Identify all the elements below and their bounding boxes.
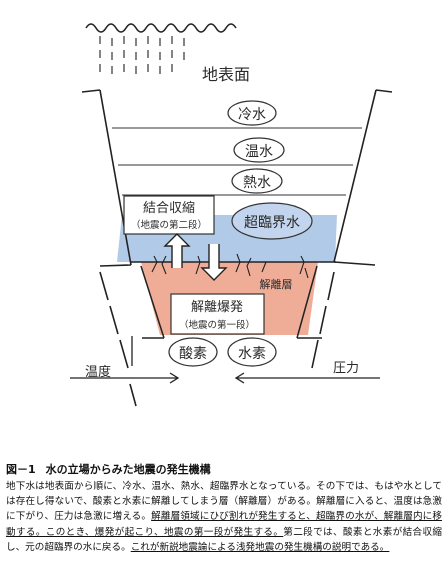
cold-water-label: 冷水 (238, 107, 266, 123)
caption-text-3: 第二段では、酸素と水素が結合収縮し、元の超臨界の水に戻る。 (6, 526, 443, 553)
funnel-right-wall (333, 89, 393, 266)
fault-line-left-icon (99, 271, 137, 407)
oxygen-label: 酸素 (179, 346, 207, 362)
figure-caption: 図－1 水の立場からみた地震の発生機構 地下水は地表面から順に、冷水、温水、熱水、… (6, 461, 442, 555)
cold-water-oval (227, 100, 277, 126)
dissociation-explosion-sub: （地震の第一段） (179, 319, 255, 331)
combination-contraction-title: 結合収縮 (143, 200, 195, 216)
hydrogen-oval (227, 337, 277, 367)
rain-drops-icon (99, 36, 185, 74)
caption-text-2: 解離層領域にひび割れが発生すると、超臨界の水が、解離層内に移動する。このとき、爆… (6, 511, 442, 538)
figure-number: 図－1 (6, 463, 36, 476)
dissociation-right-wall (296, 265, 322, 339)
dissociation-layer-label: 解離層 (260, 277, 293, 291)
funnel-left-wall (81, 89, 132, 267)
caption-text-4: これが新説地震論による浅発地震の発生機構の説明である。 (130, 541, 390, 553)
fault-line-right-icon (311, 271, 335, 369)
supercritical-water-oval (231, 202, 313, 240)
oxygen-oval (168, 337, 218, 367)
dissociation-left-wall (140, 265, 165, 339)
temperature-arrow-icon (70, 372, 180, 384)
dissociation-explosion-box (170, 293, 265, 335)
temperature-label: 温度 (85, 364, 111, 380)
pressure-label: 圧力 (333, 361, 359, 376)
cloud-wavy-line-icon (85, 23, 237, 33)
crack-lines-icon (151, 253, 309, 279)
caption-title: 図－1 水の立場からみた地震の発生機構 (6, 461, 442, 477)
down-arrow-icon (200, 244, 228, 281)
dissociation-explosion-title: 解離爆発 (191, 300, 243, 315)
warm-water-oval (233, 137, 285, 163)
figure-title: 水の立場からみた地震の発生機構 (45, 463, 211, 476)
surface-label: 地表面 (202, 65, 250, 84)
warm-water-label: 温水 (245, 144, 273, 160)
hot-water-label: 熱水 (243, 175, 271, 191)
caption-text-1: 地下水は地表面から順に、冷水、温水、熱水、超臨界水となっている。その下では、もは… (6, 481, 442, 523)
hydrogen-label: 水素 (238, 346, 266, 362)
combination-contraction-sub: （地震の第二段） (131, 219, 207, 231)
pressure-arrow-icon (234, 372, 380, 384)
water-earthquake-diagram: 地表面 冷水 温水 熱水 超臨界水 結合収縮 （地震の第二段） 解離層 解離爆発… (70, 23, 393, 407)
caption-body: 地下水は地表面から順に、冷水、温水、熱水、超臨界水となっている。その下では、もは… (6, 479, 442, 555)
supercritical-water-label: 超臨界水 (244, 215, 300, 231)
hot-water-oval (231, 168, 283, 194)
up-arrow-icon (163, 233, 191, 268)
combination-contraction-box (123, 195, 215, 235)
